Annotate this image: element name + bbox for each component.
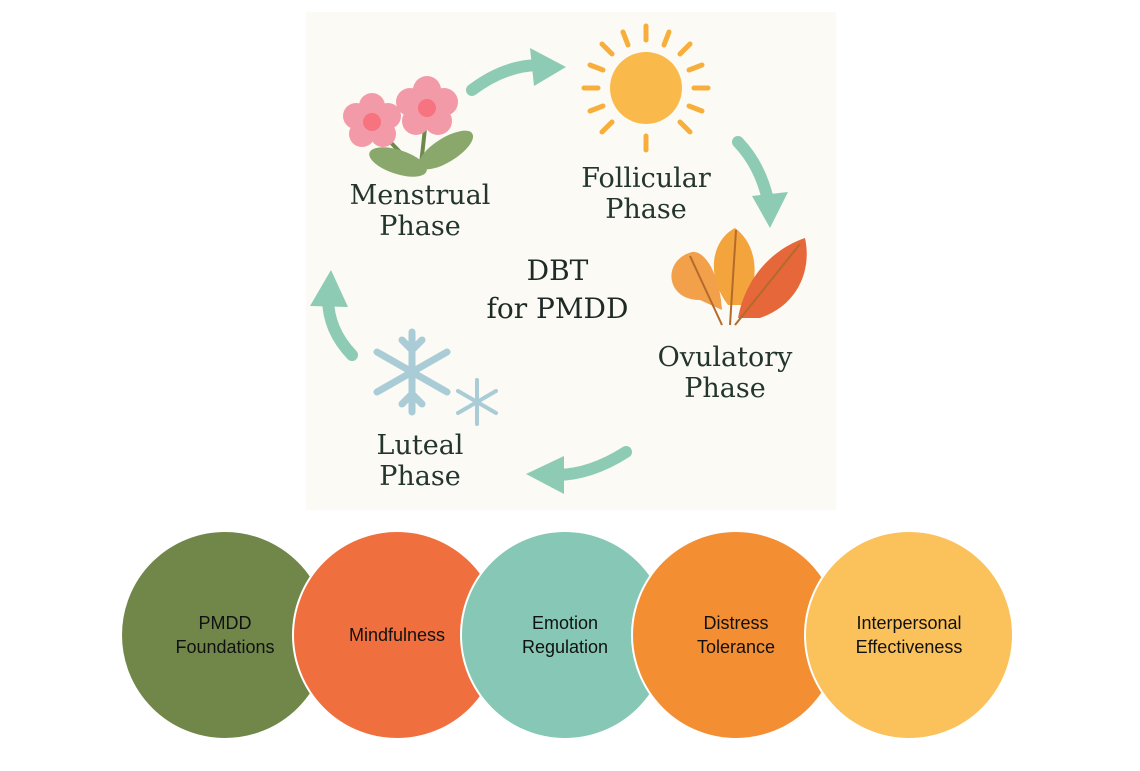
center-title-line2: for PMDD (486, 292, 629, 325)
arrow-icon (732, 136, 774, 206)
phase-name: Menstrual (349, 180, 491, 211)
flower-icon (343, 76, 474, 177)
phase-name: Ovulatory (657, 342, 793, 373)
phase-label-follicular: Follicular Phase (566, 163, 726, 225)
phase-label-luteal: Luteal Phase (340, 430, 500, 492)
sun-icon (581, 23, 711, 153)
module-label: Distress Tolerance (696, 613, 776, 657)
phase-name: Luteal (376, 430, 464, 461)
snowflake-icon (373, 328, 451, 416)
center-title: DBT for PMDD (470, 252, 645, 328)
center-title-line1: DBT (526, 254, 589, 287)
phase-suffix: Phase (684, 373, 766, 404)
phase-suffix: Phase (379, 461, 461, 492)
arrow-icon (550, 446, 632, 481)
snowflake-icon (456, 378, 498, 426)
module-label: Interpersonal Effectiveness (855, 613, 963, 657)
autumn-leaves-icon (671, 228, 807, 326)
phase-label-menstrual: Menstrual Phase (340, 180, 500, 242)
module-label: Emotion Regulation (521, 613, 609, 657)
module-label: PMDD Foundations (175, 613, 275, 657)
phase-suffix: Phase (379, 211, 461, 242)
module-circle-interpersonal-effectiveness: Interpersonal Effectiveness (804, 530, 1014, 740)
module-label: Mindfulness (348, 625, 446, 645)
phase-suffix: Phase (605, 194, 687, 225)
phase-label-ovulatory: Ovulatory Phase (640, 342, 810, 404)
phase-name: Follicular (581, 163, 711, 194)
arrow-icon (466, 59, 546, 96)
